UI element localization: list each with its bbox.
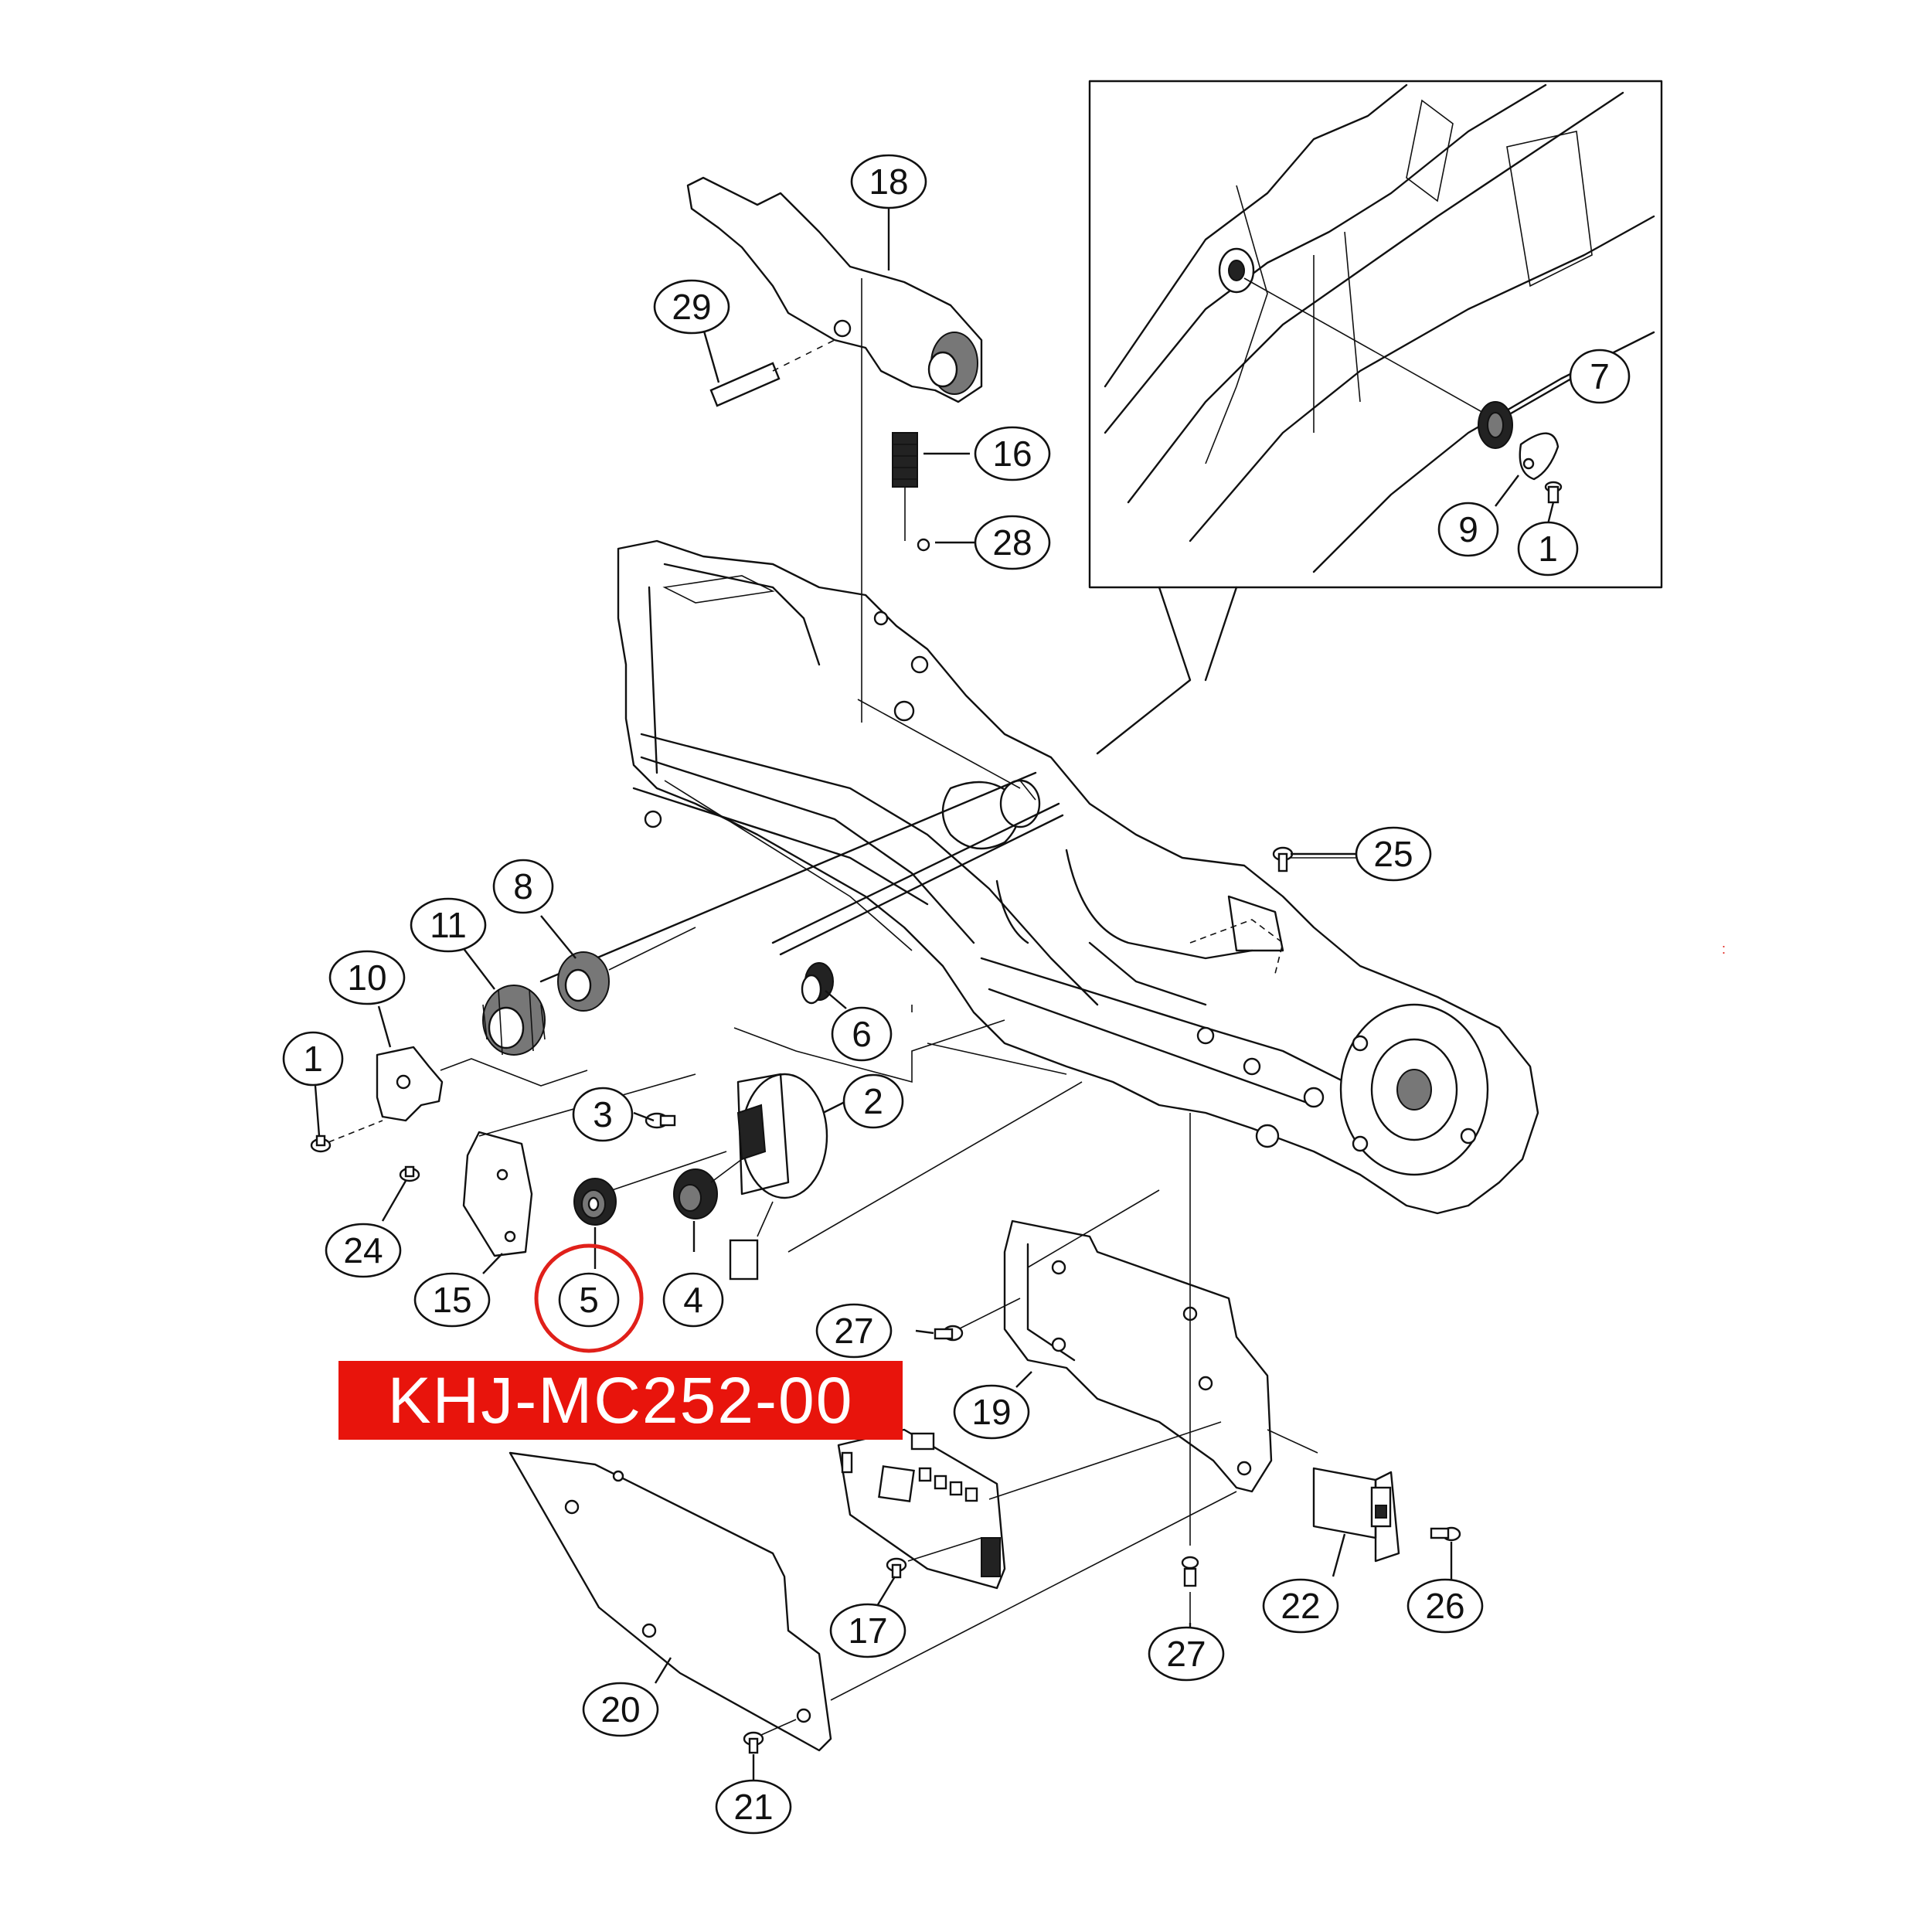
callout-28: 28 <box>974 515 1051 570</box>
callout-9: 9 <box>1437 502 1499 557</box>
inset-plate-9 <box>1519 432 1560 481</box>
callout-3: 3 <box>572 1087 634 1142</box>
svg-text:15: 15 <box>432 1280 471 1320</box>
callout-27-left: 27 <box>815 1303 893 1359</box>
callout-2: 2 <box>842 1073 904 1129</box>
svg-text:18: 18 <box>869 162 908 202</box>
inset-detail <box>1088 80 1663 755</box>
svg-text:7: 7 <box>1590 356 1610 396</box>
screw-part-27-left <box>934 1325 964 1342</box>
svg-text:1: 1 <box>303 1039 323 1079</box>
shafts <box>539 771 1064 983</box>
svg-text:6: 6 <box>852 1014 872 1054</box>
screw-part-3 <box>645 1112 676 1129</box>
svg-text:21: 21 <box>733 1787 773 1827</box>
callout-17: 17 <box>829 1603 906 1658</box>
callout-7: 7 <box>1569 349 1631 404</box>
gear-part-6 <box>801 962 834 1005</box>
callout-29: 29 <box>653 279 730 335</box>
svg-text:4: 4 <box>683 1280 703 1320</box>
callout-20: 20 <box>582 1682 659 1737</box>
sprocket-housing <box>1196 1003 1489 1176</box>
svg-text:26: 26 <box>1425 1586 1464 1626</box>
callout-1-inset: 1 <box>1517 521 1579 577</box>
svg-text:11: 11 <box>430 905 467 945</box>
part-code-text: KHJ-MC252-00 <box>387 1363 854 1437</box>
svg-text:10: 10 <box>347 957 386 998</box>
set-screw-part-28 <box>917 538 930 552</box>
inset-pointer <box>1096 586 1192 755</box>
pin-part-29 <box>709 339 835 407</box>
gear-part-4 <box>673 1158 743 1219</box>
callout-11: 11 <box>410 897 487 953</box>
svg-text:16: 16 <box>992 434 1032 474</box>
svg-text:28: 28 <box>992 522 1032 563</box>
svg-text:22: 22 <box>1281 1586 1320 1626</box>
screw-part-24 <box>399 1165 420 1182</box>
screw-part-26 <box>1430 1526 1461 1542</box>
callout-22: 22 <box>1262 1578 1339 1634</box>
upper-arm-part-18 <box>686 176 983 723</box>
callout-15: 15 <box>413 1272 491 1328</box>
inset-frame <box>1088 80 1663 589</box>
part-code-banner: KHJ-MC252-00 <box>338 1361 903 1440</box>
spring-part-16 <box>892 432 918 541</box>
svg-text:1: 1 <box>1538 529 1558 569</box>
leader-lines <box>314 209 1579 1781</box>
cover-part-20 <box>509 1451 1237 1752</box>
stray-mark: : <box>1722 941 1726 957</box>
gear-part-11 <box>482 985 546 1056</box>
cluster-leaders <box>733 1019 1005 1083</box>
highlight-ring <box>534 1243 644 1353</box>
main-feeder-frame <box>617 539 1539 1215</box>
screw-part-27-lower <box>1181 1556 1199 1623</box>
gear-part-8 <box>557 927 696 1012</box>
motor-part-2 <box>729 1073 1083 1281</box>
screw-part-25 <box>1272 846 1368 872</box>
callout-19: 19 <box>953 1384 1030 1440</box>
svg-text:8: 8 <box>513 866 533 906</box>
inset-gear-7 <box>1478 401 1513 449</box>
bracket-part-19 <box>957 1113 1273 1546</box>
svg-text:24: 24 <box>343 1230 383 1270</box>
gear-part-5 <box>573 1151 727 1226</box>
inset-screw-1 <box>1544 481 1563 504</box>
svg-text:20: 20 <box>600 1689 640 1730</box>
svg-text:3: 3 <box>593 1094 613 1134</box>
callout-5: 5 <box>558 1272 620 1328</box>
callout-16: 16 <box>974 426 1051 481</box>
inset-pointer-2 <box>1204 586 1238 682</box>
callout-8: 8 <box>492 859 554 914</box>
screw-part-17 <box>886 1537 982 1579</box>
callout-21: 21 <box>715 1779 792 1835</box>
callout-18: 18 <box>850 154 927 209</box>
circuit-board <box>837 1421 1222 1590</box>
svg-text:5: 5 <box>579 1280 599 1320</box>
inset-shaft-line <box>1243 277 1492 418</box>
connector-part-22 <box>1267 1429 1400 1563</box>
svg-text:27: 27 <box>834 1311 873 1351</box>
svg-text:19: 19 <box>971 1392 1011 1432</box>
svg-text:27: 27 <box>1166 1634 1206 1674</box>
callout-4: 4 <box>662 1272 724 1328</box>
callout-1: 1 <box>282 1031 344 1087</box>
callout-24: 24 <box>325 1223 402 1278</box>
screw-part-21 <box>743 1719 797 1754</box>
callout-26: 26 <box>1406 1578 1484 1634</box>
svg-text:2: 2 <box>863 1081 883 1121</box>
svg-text:17: 17 <box>848 1611 887 1651</box>
callout-27-lower: 27 <box>1148 1626 1225 1682</box>
svg-text:9: 9 <box>1458 509 1478 549</box>
callout-10: 10 <box>328 950 406 1005</box>
callout-6: 6 <box>831 1006 893 1062</box>
callout-25: 25 <box>1355 826 1432 882</box>
inset-leader <box>857 699 1021 789</box>
bracket-part-10 <box>376 1046 588 1122</box>
screw-part-1 <box>310 1120 383 1153</box>
svg-text:29: 29 <box>672 287 711 327</box>
svg-text:25: 25 <box>1373 834 1413 874</box>
